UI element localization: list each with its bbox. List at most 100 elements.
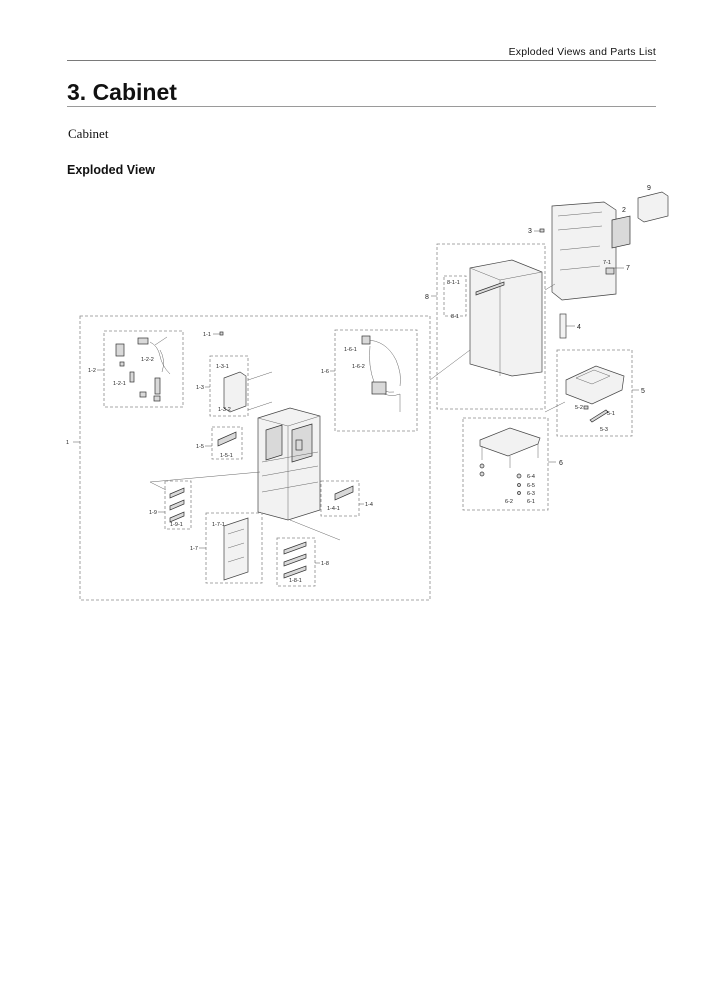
callout-1-6-2: 1-6-2 (352, 364, 365, 370)
title-rule (67, 106, 656, 107)
cabinet-shelves (261, 451, 319, 493)
callout-1-8-1: 1-8-1 (289, 578, 302, 584)
callout-7-1: 7-1 (603, 260, 611, 266)
part-6-5 (517, 483, 521, 487)
group-1-boundary (79, 315, 431, 601)
part-rear-panel (551, 201, 617, 301)
callout-1-7: 1-7 (190, 546, 198, 552)
part-5-base (565, 365, 625, 405)
running-header: Exploded Views and Parts List (508, 46, 656, 58)
callout-1-9: 1-9 (149, 510, 157, 516)
part-6-4 (516, 473, 522, 479)
group-1-3-boundary (209, 355, 249, 417)
part-1-9-bins (169, 487, 185, 523)
group-1-6-boundary (334, 329, 418, 432)
callout-6-4: 6-4 (527, 474, 535, 480)
part-1-2-terminal-a (139, 391, 147, 398)
callout-5-1: 5-1 (607, 411, 615, 417)
callout-8-1-1: 8-1-1 (447, 280, 460, 286)
callout-2: 2 (622, 207, 626, 214)
callout-1-1: 1-1 (203, 332, 211, 338)
callout-6: 6 (559, 460, 563, 467)
callout-1-3-2: 1-3-2 (218, 407, 231, 413)
callout-1-7-1: 1-7-1 (212, 522, 225, 528)
projection-lines-lower (149, 471, 341, 541)
part-6-foot-a (479, 463, 485, 469)
callout-3: 3 (528, 228, 532, 235)
cabinet-edges (257, 415, 321, 520)
part-cabinet-body (257, 407, 321, 521)
part-9-panel (637, 191, 669, 223)
group-1-4-boundary (320, 480, 360, 517)
callout-1-6: 1-6 (321, 369, 329, 375)
part-7 (605, 267, 615, 275)
header-rule (67, 60, 656, 61)
callout-1-3-1: 1-3-1 (216, 364, 229, 370)
part-1-6-valve (361, 335, 371, 345)
callout-1-4-1: 1-4-1 (327, 506, 340, 512)
part-1-2-clip (129, 371, 135, 383)
cabinet-dispenser (295, 439, 303, 451)
group-6-boundary (462, 417, 549, 511)
part-1-2-harness (149, 336, 171, 375)
callout-7: 7 (626, 265, 630, 272)
callout-8-1: 8-1 (451, 314, 459, 320)
part-8-1-rail (475, 281, 505, 296)
rear-panel-details (557, 211, 603, 271)
part-1-6-tubing (365, 339, 401, 412)
part-1-2-connector (115, 343, 125, 357)
part-1-2-screw (119, 361, 125, 367)
part-1-3-housing (223, 371, 247, 413)
part-1-2-bracket (154, 377, 161, 395)
callout-5: 5 (641, 388, 645, 395)
callout-6-1: 6-1 (527, 499, 535, 505)
callout-1-9-1: 1-9-1 (170, 522, 183, 528)
part-5-detail (575, 369, 611, 385)
callout-1-8: 1-8 (321, 561, 329, 567)
part-6-legs (481, 444, 539, 468)
part-8-shell-edges (469, 267, 543, 376)
part-6-3 (517, 491, 521, 495)
callout-4: 4 (577, 324, 581, 331)
callout-1-2: 1-2 (88, 368, 96, 374)
cabinet-inner-left (265, 424, 283, 461)
callout-5-3: 5-3 (600, 427, 608, 433)
part-1-1 (219, 331, 224, 336)
part-6-frame (479, 427, 541, 457)
callout-9: 9 (647, 185, 651, 192)
projection-1-3 (247, 371, 273, 411)
part-6-foot-b (479, 471, 485, 477)
page-title: 3. Cabinet (67, 79, 177, 105)
group-1-9-boundary (164, 480, 192, 530)
callout-1-3: 1-3 (196, 385, 204, 391)
projection-lines-upper (429, 283, 566, 413)
part-8-shell (469, 259, 543, 377)
group-5-boundary (556, 349, 633, 437)
part-1-8-bins (283, 541, 307, 579)
group-1-5-boundary (211, 426, 243, 460)
callout-6-2: 6-2 (505, 499, 513, 505)
part-5-2 (583, 405, 589, 410)
callout-5-2: 5-2 (575, 405, 583, 411)
group-8-boundary (436, 243, 546, 410)
subtitle: Cabinet (68, 126, 109, 141)
callout-1-5-1: 1-5-1 (220, 453, 233, 459)
callout-6-5: 6-5 (527, 483, 535, 489)
callout-1-2-2: 1-2-2 (141, 357, 154, 363)
part-2-cover (611, 215, 631, 249)
part-1-7-door (223, 517, 249, 581)
section-heading: Exploded View (67, 163, 155, 177)
part-1-6-reservoir (371, 381, 387, 395)
callout-1-4: 1-4 (365, 502, 373, 508)
group-1-2-boundary (103, 330, 184, 408)
part-1-2-wiring (115, 336, 171, 402)
part-4-tube (559, 313, 567, 339)
part-1-2-terminal-b (153, 395, 161, 402)
group-1-8-boundary (276, 537, 316, 587)
part-5-1-strip (589, 409, 609, 423)
part-1-2-module (137, 337, 149, 345)
part-1-7-door-shelves (227, 528, 245, 563)
callout-1-2-1: 1-2-1 (113, 381, 126, 387)
callout-1: 1 (66, 440, 69, 446)
